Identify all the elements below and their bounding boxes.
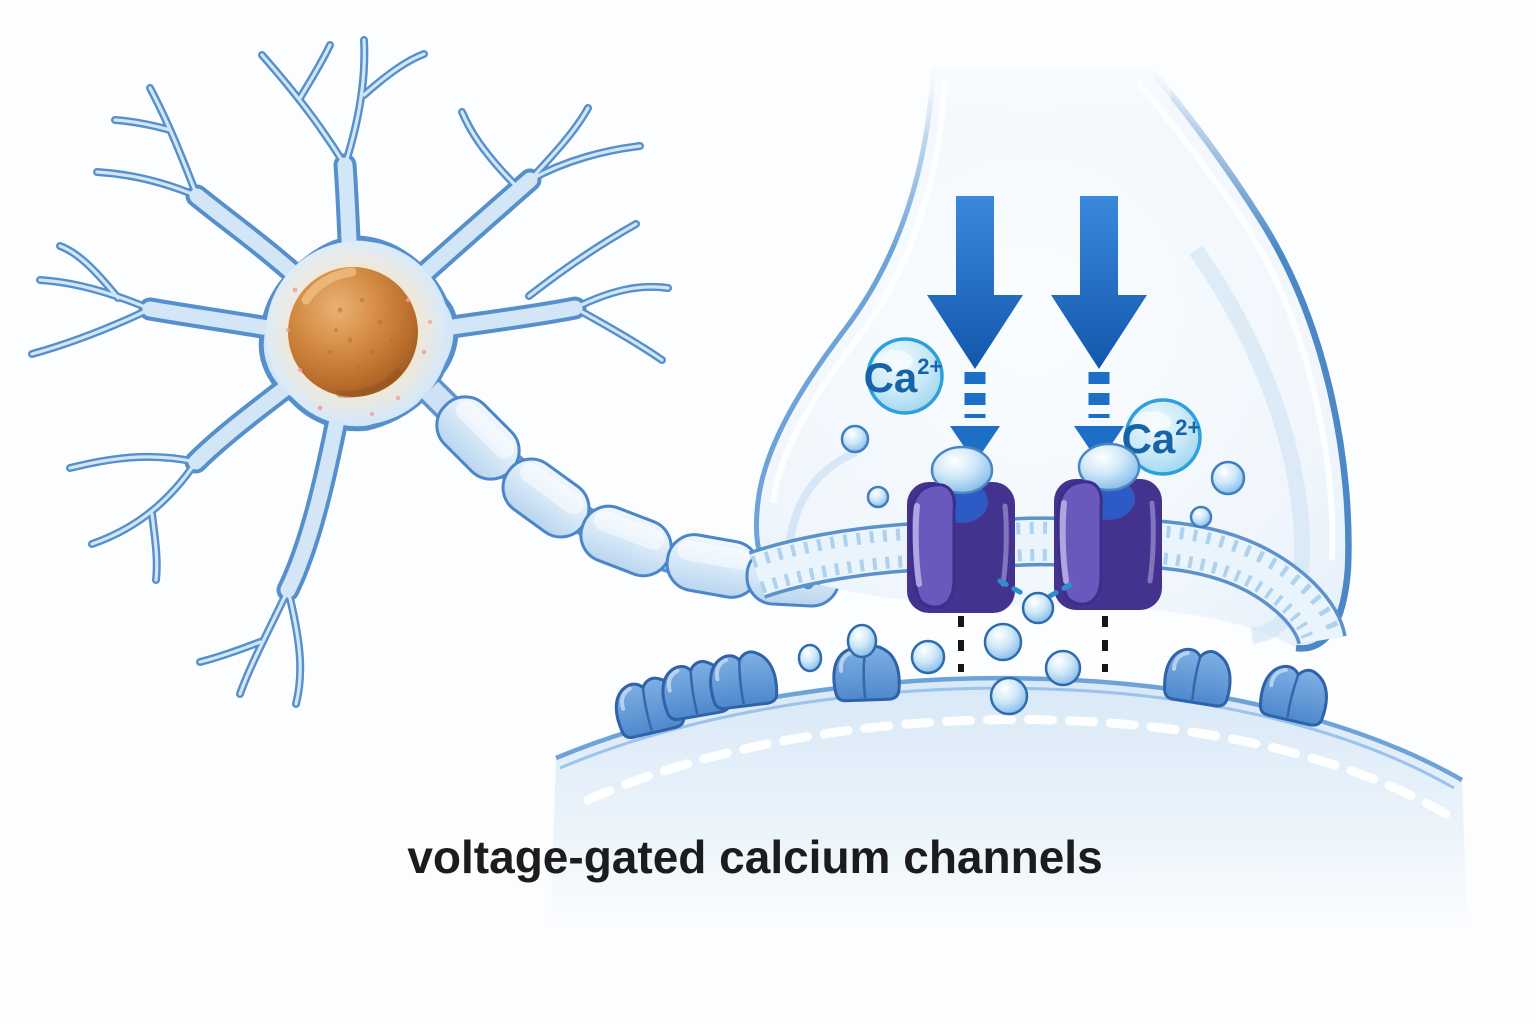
calcium-ion-sphere xyxy=(910,639,946,675)
ca-symbol: Ca xyxy=(864,354,918,401)
blue-dotted-release xyxy=(997,578,1080,599)
calcium-ion-spheres xyxy=(797,591,1082,716)
membrane-segment-right xyxy=(1150,519,1347,646)
postsynaptic-cell-body xyxy=(548,678,1470,1010)
dendrite-twig-fills xyxy=(30,38,670,706)
neuron xyxy=(28,36,848,708)
ca-charge: 2+ xyxy=(1175,415,1200,440)
terminal-inner-line-left xyxy=(770,79,948,504)
terminal-bulb xyxy=(756,68,1349,649)
neck-fade xyxy=(893,40,1171,135)
calcium-influx-dashes xyxy=(958,578,1108,672)
depolarization-arrows xyxy=(927,196,1147,369)
postsynaptic-edge-inner xyxy=(559,686,1455,790)
calcium-ion-badge-left: Ca2+ xyxy=(864,337,944,415)
calcium-ion-sphere xyxy=(1021,591,1055,625)
terminal-edge-left xyxy=(753,67,936,570)
terminal-inner-corner-left xyxy=(786,448,858,541)
nucleus-highlight xyxy=(301,267,357,305)
postsynaptic-membrane xyxy=(548,642,1470,1010)
postsynaptic-dashed-line xyxy=(583,715,1451,819)
depolarization-arrow-left xyxy=(927,196,1023,369)
dashed-arrow-head-left xyxy=(950,426,1000,463)
calcium-ion-sphere xyxy=(983,622,1023,662)
calcium-ion-sphere xyxy=(846,623,878,659)
calcium-ion-sphere xyxy=(989,676,1029,716)
vesicle xyxy=(1189,505,1213,529)
synaptic-vesicles xyxy=(840,424,1246,529)
membrane-segment-left xyxy=(748,522,918,599)
ca-charge: 2+ xyxy=(917,354,942,379)
terminal-edge-right xyxy=(1147,65,1352,652)
nucleus-shade xyxy=(336,368,402,398)
soma xyxy=(265,241,450,425)
calcium-ion-sphere xyxy=(797,643,823,673)
depolarization-arrow-right xyxy=(1051,196,1147,369)
svg-text:Ca2+: Ca2+ xyxy=(864,354,943,401)
nucleus-texture xyxy=(327,297,395,371)
caption: voltage-gated calcium channels xyxy=(407,831,1103,883)
cytoplasm-speckles xyxy=(286,287,432,417)
vesicle xyxy=(1210,460,1246,496)
calcium-ion-sphere xyxy=(1044,649,1082,687)
nucleus xyxy=(288,267,418,397)
synaptic-terminal: Ca2+ Ca2+ xyxy=(748,40,1352,716)
dendrite-trunk-fills xyxy=(142,157,583,598)
svg-text:Ca2+: Ca2+ xyxy=(1122,415,1201,462)
terminal-inner-line-right xyxy=(1135,80,1336,561)
vesicle xyxy=(866,485,890,509)
calcium-ion-badge-right: Ca2+ xyxy=(1122,398,1202,476)
vesicle xyxy=(840,424,870,454)
